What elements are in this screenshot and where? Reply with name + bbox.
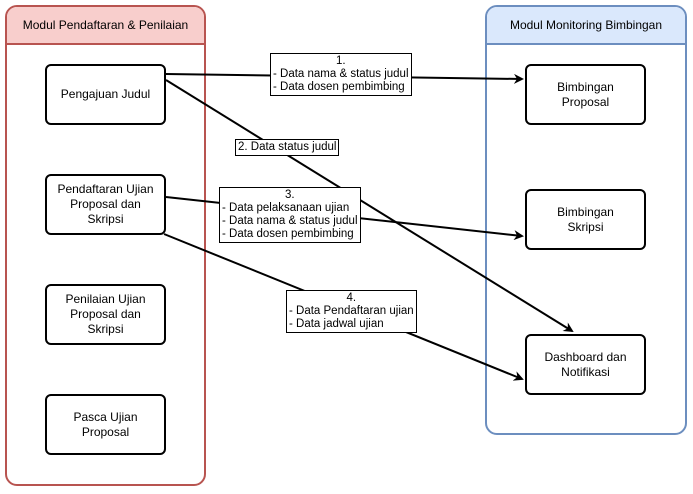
node-penilaian-ujian[interactable]: Penilaian Ujian Proposal dan Skripsi xyxy=(45,284,166,345)
swimlane-monitoring-bimbingan: Modul Monitoring Bimbingan xyxy=(485,5,687,435)
edge-1-number: 1. xyxy=(335,55,346,67)
node-bimbingan-proposal[interactable]: Bimbingan Proposal xyxy=(525,64,646,125)
edge-3-line-1: - Data pelaksanaan ujian xyxy=(222,202,350,214)
edge-4-label: 4. - Data Pendaftaran ujian - Data jadwa… xyxy=(286,290,417,333)
edge-2-arrow xyxy=(165,79,574,333)
node-bimbingan-skripsi[interactable]: Bimbingan Skripsi xyxy=(525,189,646,250)
edge-3-line-3: - Data dosen pembimbing xyxy=(222,228,354,240)
lane-title-right: Modul Monitoring Bimbingan xyxy=(487,7,685,45)
edge-1-line-1: - Data nama & status judul xyxy=(273,68,409,80)
edge-3-line-2: - Data nama & status judul xyxy=(222,215,358,227)
swimlane-pendaftaran-penilaian: Modul Pendaftaran & Penilaian xyxy=(5,5,206,486)
edge-4-number: 4. xyxy=(346,292,357,304)
node-pengajuan-judul[interactable]: Pengajuan Judul xyxy=(45,64,166,125)
edge-2-label: 2. Data status judul xyxy=(235,139,340,156)
edge-4-line-2: - Data jadwal ujian xyxy=(289,318,384,330)
edge-1-label: 1. - Data nama & status judul - Data dos… xyxy=(270,53,412,96)
edge-4-line-1: - Data Pendaftaran ujian xyxy=(289,305,414,317)
edge-1-line-2: - Data dosen pembimbing xyxy=(273,81,405,93)
edge-3-label: 3. - Data pelaksanaan ujian - Data nama … xyxy=(219,187,361,243)
node-dashboard-notifikasi[interactable]: Dashboard dan Notifikasi xyxy=(525,334,646,395)
lane-title-left: Modul Pendaftaran & Penilaian xyxy=(7,7,204,45)
node-pendaftaran-ujian[interactable]: Pendaftaran Ujian Proposal dan Skripsi xyxy=(45,174,166,235)
node-pasca-ujian[interactable]: Pasca Ujian Proposal xyxy=(45,394,166,455)
edge-2-text: 2. Data status judul xyxy=(238,141,337,153)
edge-3-number: 3. xyxy=(284,189,295,201)
